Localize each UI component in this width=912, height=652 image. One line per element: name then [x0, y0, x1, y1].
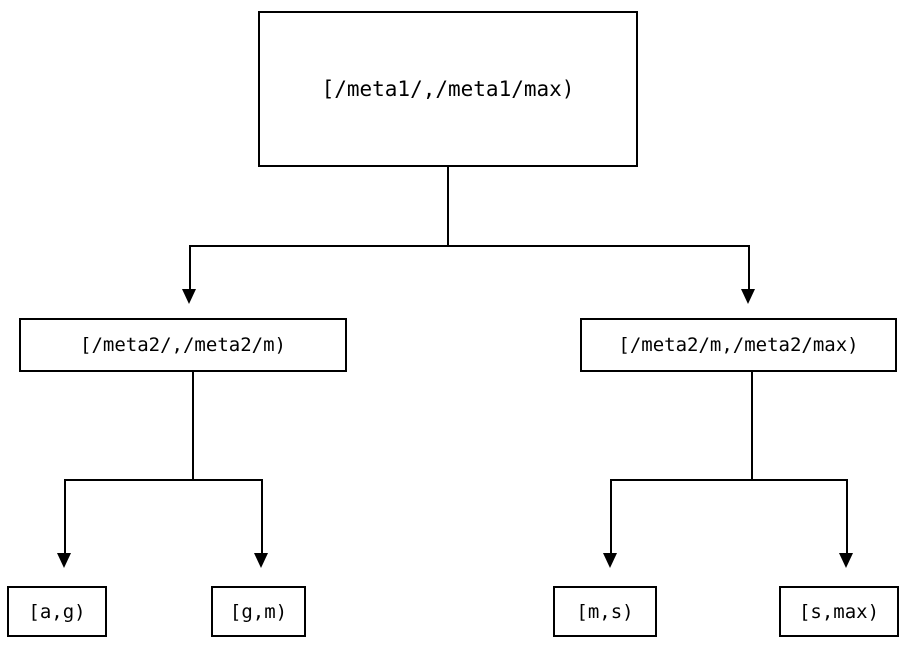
edge-mid-right-bus	[610, 479, 848, 481]
edge-mid-right-stem	[751, 372, 753, 481]
node-leaf-g-m[interactable]: [g,m)	[211, 586, 306, 637]
node-mid-left[interactable]: [/meta2/,/meta2/m)	[19, 318, 347, 372]
edge-mid-left-to-leaf1-drop	[64, 479, 66, 555]
arrowhead-root-to-mid-left	[182, 289, 196, 304]
arrowhead-mid-right-to-leaf4	[839, 553, 853, 568]
edge-mid-right-to-leaf3-drop	[610, 479, 612, 555]
edge-mid-left-to-leaf2-drop	[261, 479, 263, 555]
arrowhead-mid-left-to-leaf1	[57, 553, 71, 568]
node-leaf-m-s[interactable]: [m,s)	[553, 586, 657, 637]
node-mid-right[interactable]: [/meta2/m,/meta2/max)	[580, 318, 897, 372]
edge-root-to-mid-left-drop	[189, 245, 191, 293]
node-root[interactable]: [/meta1/,/meta1/max)	[258, 11, 638, 167]
arrowhead-mid-left-to-leaf2	[254, 553, 268, 568]
arrowhead-root-to-mid-right	[741, 289, 755, 304]
edge-mid-left-stem	[192, 372, 194, 481]
arrowhead-mid-right-to-leaf3	[603, 553, 617, 568]
node-leaf-a-g[interactable]: [a,g)	[7, 586, 107, 637]
edge-mid-right-to-leaf4-drop	[846, 479, 848, 555]
edge-root-to-mid-right-drop	[748, 245, 750, 293]
edge-mid-left-bus	[64, 479, 263, 481]
edge-root-bus	[189, 245, 749, 247]
node-leaf-s-max[interactable]: [s,max)	[779, 586, 899, 637]
edge-root-stem	[447, 167, 449, 247]
